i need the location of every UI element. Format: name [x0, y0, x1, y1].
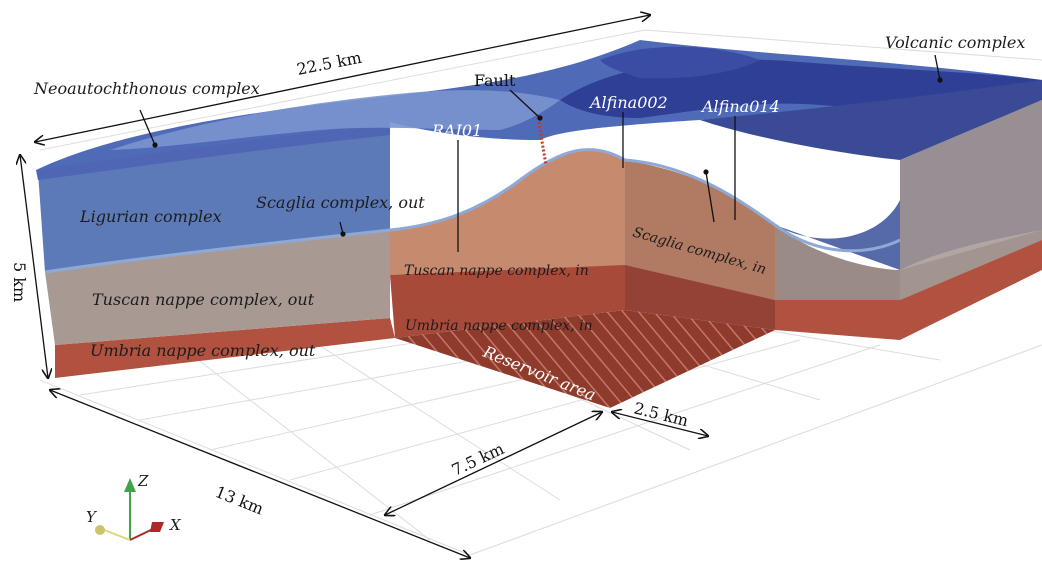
axis-y-line	[103, 529, 131, 541]
axis-y-label: Y	[86, 508, 98, 526]
dim-reservoir-long: 7.5 km	[449, 439, 507, 480]
label-tuscan-out: Tuscan nappe complex, out	[92, 290, 315, 309]
label-volcanic: Volcanic complex	[885, 33, 1025, 52]
leader-scaglia-out	[339, 221, 346, 237]
right-tuscan-layer	[775, 225, 1042, 300]
axis-x-label: X	[169, 516, 182, 534]
label-umbria-in: Umbria nappe complex, in	[405, 318, 593, 334]
dim-line-front	[50, 390, 470, 558]
scaglia-line-front	[44, 148, 626, 274]
right-side-face	[900, 100, 1042, 300]
dim-line-depth	[20, 155, 48, 378]
label-ligurian: Ligurian complex	[79, 207, 222, 226]
inner-umbria-right	[625, 265, 775, 330]
axis-z-label: Z	[137, 472, 149, 490]
scaglia-line-right	[624, 158, 901, 253]
label-alfina014: Alfina014	[700, 97, 780, 116]
label-tuscan-in: Tuscan nappe complex, in	[404, 263, 589, 279]
right-volcanic-cap	[700, 80, 1042, 160]
label-umbria-out: Umbria nappe complex, out	[90, 341, 316, 360]
label-alfina002: Alfina002	[588, 93, 668, 112]
label-rai01: RAI01	[431, 121, 482, 140]
dim-reservoir-short: 2.5 km	[632, 398, 690, 430]
dim-depth: 5 km	[10, 262, 29, 302]
inner-umbria-left	[390, 265, 625, 338]
right-face	[624, 80, 1042, 340]
inner-wall-left	[390, 149, 625, 275]
axis-x-arrow	[150, 522, 164, 532]
axis-z-arrow	[124, 478, 136, 492]
leader-volcanic	[934, 54, 943, 83]
axis-y-knob	[95, 525, 105, 535]
dim-line-reservoir-short	[612, 412, 708, 436]
leader-scaglia-in	[703, 169, 715, 223]
right-umbria-layer	[775, 240, 1042, 340]
label-fault: Fault	[474, 71, 516, 90]
dim-length-top: 22.5 km	[295, 48, 363, 79]
dim-line-top	[35, 15, 650, 142]
dim-length-front: 13 km	[213, 482, 267, 518]
tuscan-layer-out	[45, 230, 390, 345]
front-face	[36, 122, 395, 378]
axis-gizmo: Z Y X	[86, 472, 182, 541]
inner-wall-right	[625, 160, 775, 300]
label-scaglia-out: Scaglia complex, out	[256, 193, 425, 212]
reservoir-area	[395, 310, 775, 408]
inner-cut	[390, 149, 775, 408]
dim-line-reservoir-long	[385, 412, 602, 515]
umbria-layer-out	[55, 318, 395, 378]
dimension-lines	[20, 15, 708, 558]
label-neoautochthonous: Neoautochthonous complex	[33, 79, 260, 98]
